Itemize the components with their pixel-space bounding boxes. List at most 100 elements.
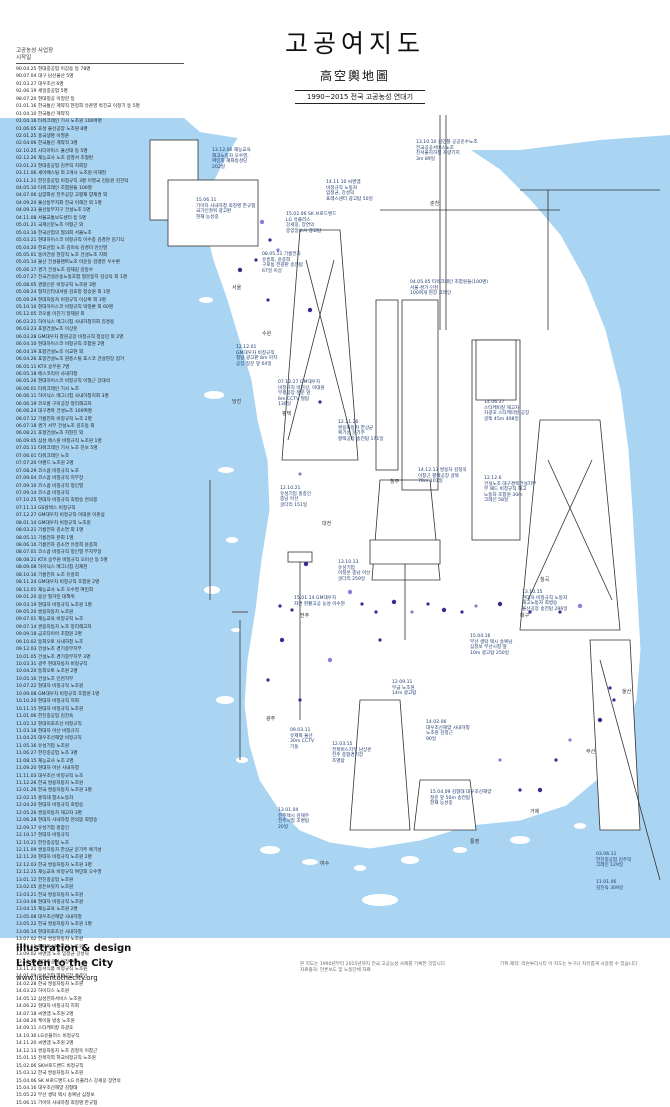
timeline-date: 14.02.28: [16, 981, 37, 987]
timeline-date: 06.03.23: [16, 327, 37, 333]
timeline-site: 포항건설노조 원흥스틸 포스코 건설현장 점거: [38, 357, 125, 363]
timeline-date: 91.03.27: [16, 81, 37, 87]
site-dot: [259, 219, 265, 225]
timeline-date: 14.11.20: [16, 1041, 37, 1047]
timeline-site: 현대중공업 비정규직: [38, 959, 78, 965]
site-dot: [410, 610, 414, 614]
site-dot: [303, 561, 309, 567]
timeline-site: 현대중공업 김주익 지회장: [38, 163, 88, 169]
map-caption: 13.10.15 현대차 비정규직 노동자 해고노동자 최병승 울산공장 송전탑…: [522, 590, 568, 612]
timeline-site: 포항건설노조 지현진 외: [38, 431, 84, 437]
timeline-date: 12.10.17: [16, 833, 37, 839]
timeline-site: 씨앤앰 노조원 2명: [38, 1041, 74, 1047]
timeline-date: 09.03.19: [16, 602, 37, 608]
site-dot: [474, 604, 478, 608]
place-label: 전주: [300, 613, 310, 619]
place-label: 서울: [232, 285, 242, 291]
timeline-site: SK 브로드밴드·LG 유플러스 강세웅 장연의: [38, 1078, 121, 1084]
timeline-site: 현대차 비정규직 노조원: [38, 684, 84, 690]
timeline-date: 09.12.03: [16, 647, 37, 653]
timeline-site: 한국통신 계약직 현정희 유춘영 박진교 이정기 등 5명: [38, 104, 140, 110]
map-caption: 15.04.16 부산 생탁 택시 송복남 심정보 부산시청 앞 10m 광고탑…: [470, 634, 513, 656]
site-dot: [318, 400, 322, 404]
timeline-date: 10.11.15: [16, 706, 37, 712]
map-caption: 14.12.13 쌍용차 김정욱 이창근 평택공장 굴뚝 70m 101일: [418, 468, 467, 485]
timeline-site: 광주 현대자동차 비정규직: [38, 662, 88, 667]
timeline-date: 13.03.21: [16, 892, 37, 898]
timeline-date: 15.04.06: [16, 1078, 37, 1084]
site-dot: [441, 607, 447, 613]
place-label: 대전: [322, 521, 332, 527]
timeline-site: 타워크레인 노조: [38, 453, 70, 459]
timeline-site: 국제신문노조 이형근 외: [38, 223, 84, 229]
timeline-date: 04.05.10: [16, 186, 37, 191]
place-label: 대구: [520, 613, 530, 619]
timeline-date: 05.07.27: [16, 275, 37, 281]
north-land: [184, 118, 670, 150]
timeline-date: 13.11.21: [16, 966, 37, 972]
timeline-date: 03.11.06: [16, 171, 37, 177]
timeline-date: 05.03.21: [16, 238, 37, 244]
place-label: 여수: [320, 861, 330, 867]
timeline-date: 15.01.15: [16, 1056, 37, 1062]
timeline-date: 07.11.13: [16, 505, 37, 511]
poster: 고공여지도 高空輿地圖 1990~2015 전국 고공농성 연대기 고공농성 시…: [0, 29, 670, 1106]
timeline-date: 05.03.16: [16, 230, 37, 236]
timeline-site: 현대차 아산 비정규직: [38, 728, 79, 734]
timeline-site: 현대차 비정규직 노조원: [38, 900, 84, 905]
timeline-site: 효성 울산공장 노조원 8명: [38, 126, 88, 132]
timeline-date: 14.10.30: [16, 1033, 37, 1039]
timeline-date: 15.06.11: [16, 1100, 37, 1106]
credit-url[interactable]: www.listentothecity.org: [16, 974, 98, 982]
timeline-date: 08.10.16: [16, 572, 37, 578]
site-dot: [298, 472, 302, 476]
timeline-header-site: 사업장: [38, 48, 54, 54]
timeline-date: 13.02.05: [16, 885, 37, 891]
timeline-date: 14.03.22: [16, 989, 37, 995]
timeline-date: 06.04.26: [16, 357, 37, 363]
timeline-site: 현대차 비정규직: [38, 833, 70, 839]
timeline-site: 재능교사 노조 김영서 조형탄: [38, 156, 94, 162]
timeline-site: 현대자동차 비정규직 이상록 외 3명: [38, 297, 106, 303]
timeline-site: 서울교통보도센터 등 5명: [38, 215, 87, 221]
timeline-site: 건설노조 인천지부: [38, 676, 74, 682]
timeline-date: 11.02.12: [16, 721, 37, 727]
timeline-date: 06.03.28: [16, 334, 37, 340]
map-caption: 12.11.20 쌍용자동차 한상균 복기성 문기주 평택공장 송전탑 171일: [338, 420, 384, 442]
site-dot: [237, 267, 243, 273]
timeline-date: 09.10.02: [16, 639, 37, 645]
timeline-date: 15.03.12: [16, 1071, 37, 1077]
timeline-date: 10.01.05: [16, 654, 37, 660]
timeline-site: 기륭전자 분회 1명: [38, 535, 74, 541]
timeline-site: 한진중공업 노조원: [38, 877, 74, 883]
timeline-date: 98.07.20: [16, 96, 37, 102]
place-label: 울산: [622, 689, 632, 695]
